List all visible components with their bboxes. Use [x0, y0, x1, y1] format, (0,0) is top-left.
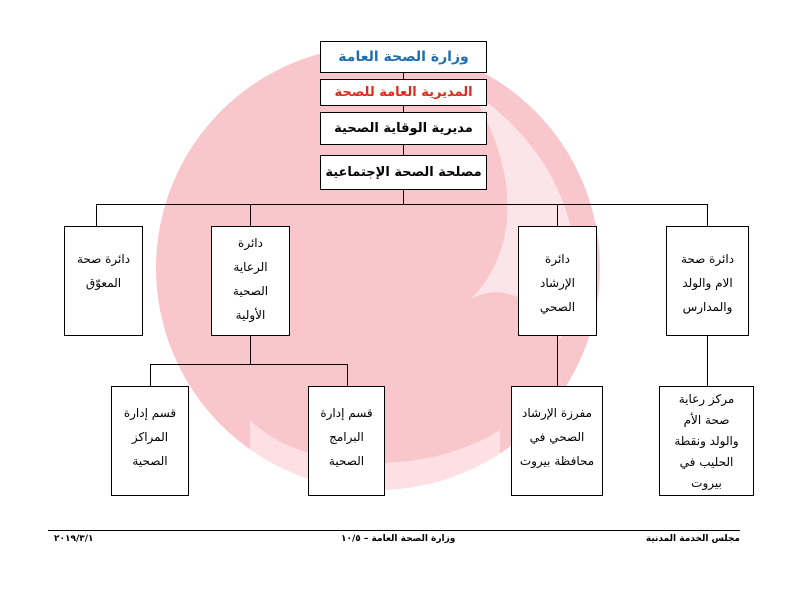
connector [96, 204, 708, 205]
connector [557, 204, 558, 226]
footer-council-name: مجلس الخدمة المدنية [645, 534, 740, 544]
section-mother-child-center: مركز رعاية صحة الأم والولد ونقطة الحليب … [659, 386, 754, 496]
connector [557, 336, 558, 386]
connector [707, 336, 708, 386]
directorate-general-title: المديرية العامة للصحة [334, 85, 473, 100]
connector [150, 364, 151, 386]
department-primary-care: دائرة الرعاية الصحية الأولية [211, 226, 290, 336]
prevention-directorate-title: مديرية الوقاية الصحية [334, 121, 473, 136]
connector [250, 204, 251, 226]
section-programs-management: قسم إدارة البرامج الصحية [308, 386, 385, 496]
footer-page-number: وزارة الصحة العامة – ١٠/٥ [341, 534, 456, 544]
ministry-title: وزارة الصحة العامة [338, 49, 469, 65]
department-mother-child: دائرة صحة الام والولد والمدارس [666, 226, 749, 336]
connector [250, 336, 251, 364]
department-disabled-health: دائرة صحة المعوّق [64, 226, 143, 336]
prevention-directorate-box: مديرية الوقاية الصحية [320, 112, 487, 145]
connector [403, 145, 404, 155]
connector [403, 190, 404, 204]
connector [403, 73, 404, 79]
footer-rule [48, 530, 740, 531]
connector [347, 364, 348, 386]
connector [96, 204, 97, 226]
ministry-box: وزارة الصحة العامة [320, 41, 487, 73]
connector [150, 364, 347, 365]
social-health-service-box: مصلحة الصحة الإجتماعية [320, 155, 487, 190]
section-centers-management: قسم إدارة المراكز الصحية [111, 386, 189, 496]
footer-date: ٢٠١٩/٣/١ [54, 534, 94, 544]
department-health-guidance: دائرة الإرشاد الصحي [518, 226, 597, 336]
connector [403, 106, 404, 112]
social-health-service-title: مصلحة الصحة الإجتماعية [325, 165, 482, 180]
section-guidance-unit-beirut: مفرزة الإرشاد الصحي في محافظة بيروت [511, 386, 603, 496]
connector [707, 204, 708, 226]
directorate-general-box: المديرية العامة للصحة [320, 79, 487, 106]
